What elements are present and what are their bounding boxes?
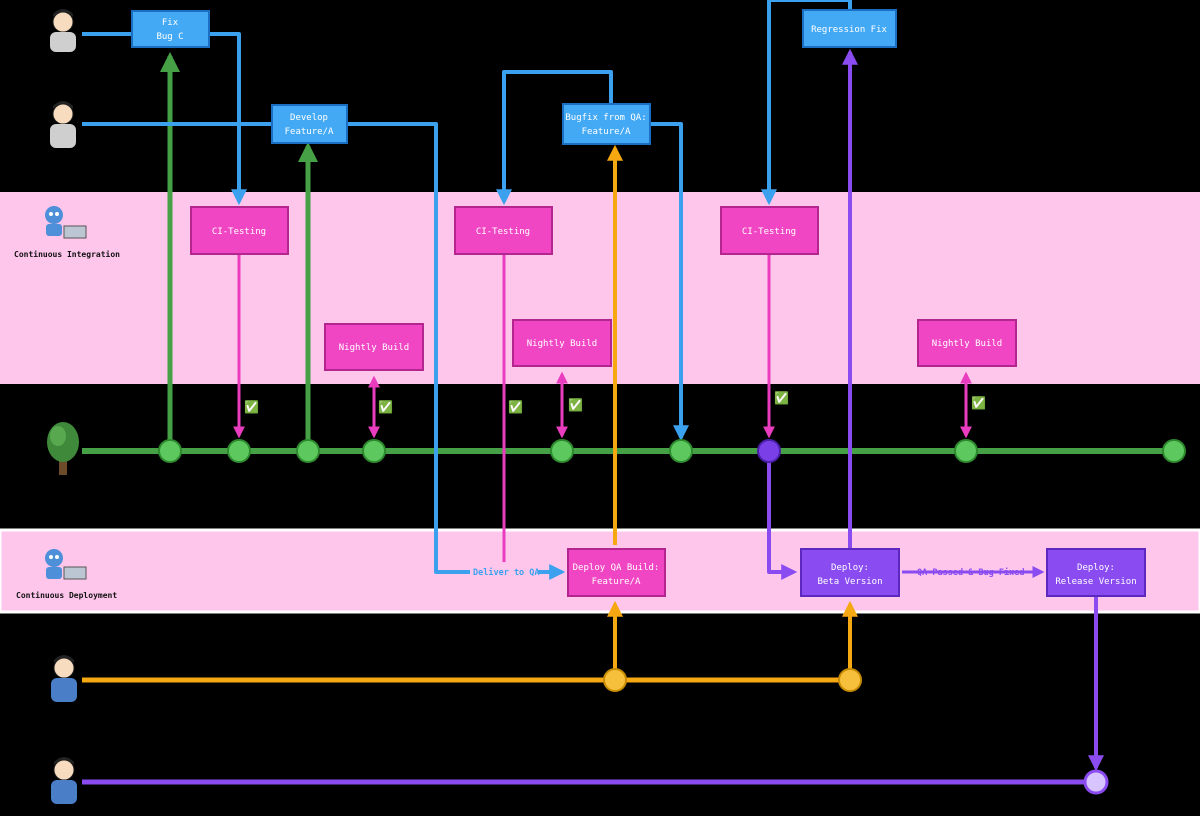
main-node[interactable] <box>550 439 574 463</box>
check-icon: ✅ <box>568 398 583 412</box>
box-line-1: Deploy: <box>1077 563 1115 573</box>
box-line-1: Bugfix from QA: <box>565 113 646 123</box>
box-line-1: CI-Testing <box>476 227 530 237</box>
release-candidate-node[interactable] <box>757 439 781 463</box>
deploy-release-box[interactable]: Deploy: Release Version <box>1046 548 1146 597</box>
tree-icon <box>47 422 79 475</box>
check-icon: ✅ <box>508 400 523 414</box>
box-line-1: CI-Testing <box>212 227 266 237</box>
develop-feature-box[interactable]: Develop Feature/A <box>271 104 348 144</box>
nightly-build-box-1[interactable]: Nightly Build <box>324 323 424 371</box>
regression-fix-box[interactable]: Regression Fix <box>802 9 897 48</box>
deploy-beta-box[interactable]: Deploy: Beta Version <box>800 548 900 597</box>
qa-node[interactable] <box>838 668 862 692</box>
box-line-1: Fix <box>162 18 179 28</box>
bugfix-from-qa-box[interactable]: Bugfix from QA: Feature/A <box>562 103 651 145</box>
user-node[interactable] <box>1083 769 1109 795</box>
main-nodes <box>158 439 1186 463</box>
person-icon <box>50 9 76 52</box>
box-line-1: CI-Testing <box>742 227 796 237</box>
bugfix-to-ci2 <box>496 70 613 206</box>
box-line-2: Beta Version <box>817 577 882 587</box>
bugfix-merge-to-main <box>650 122 689 442</box>
nightly-build-box-3[interactable]: Nightly Build <box>917 319 1017 367</box>
qa-node[interactable] <box>603 668 627 692</box>
box-line-2: Bug C <box>156 32 183 42</box>
box-line-2: Release Version <box>1055 577 1136 587</box>
regression-to-ci3 <box>761 0 852 206</box>
box-line-1: Develop <box>290 113 328 123</box>
qa-passed-label: QA Passed & Bug Fixed <box>917 567 1024 578</box>
person-icon <box>51 655 77 702</box>
deploy-qa-box[interactable]: Deploy QA Build: Feature/A <box>567 548 666 597</box>
main-node[interactable] <box>1162 439 1186 463</box>
develop-to-deliver <box>347 122 470 574</box>
box-line-1: Nightly Build <box>339 343 409 353</box>
main-to-beta <box>767 462 798 580</box>
box-line-2: Feature/A <box>582 127 631 137</box>
box-line-1: Nightly Build <box>932 339 1002 349</box>
box-line-2: Feature/A <box>592 577 641 587</box>
box-line-1: Deploy: <box>831 563 869 573</box>
box-line-2: Feature/A <box>285 127 334 137</box>
main-node[interactable] <box>954 439 978 463</box>
cd-lane-label: Continuous Deployment <box>16 590 117 600</box>
check-marks: ✅ ✅ ✅ ✅ ✅ ✅ <box>244 391 986 414</box>
nightly-build-box-2[interactable]: Nightly Build <box>512 319 612 367</box>
person-icon <box>50 101 76 148</box>
main-node[interactable] <box>362 439 386 463</box>
main-node[interactable] <box>669 439 693 463</box>
main-node[interactable] <box>227 439 251 463</box>
ci-testing-box-2[interactable]: CI-Testing <box>454 206 553 255</box>
check-icon: ✅ <box>971 396 986 410</box>
ci-lane-label: Continuous Integration <box>14 249 120 259</box>
person-icon <box>51 757 77 804</box>
ci-testing-box-3[interactable]: CI-Testing <box>720 206 819 255</box>
fix-to-ci1 <box>209 32 247 206</box>
main-node[interactable] <box>158 439 182 463</box>
main-node[interactable] <box>296 439 320 463</box>
box-line-1: Regression Fix <box>811 25 887 35</box>
ci-testing-box-1[interactable]: CI-Testing <box>190 206 289 255</box>
deliver-to-qa-label: Deliver to QA <box>473 567 540 578</box>
cd-robot-icon <box>45 549 87 580</box>
box-line-1: Nightly Build <box>527 339 597 349</box>
check-icon: ✅ <box>774 391 789 405</box>
check-icon: ✅ <box>378 400 393 414</box>
ci-robot-icon <box>45 206 87 239</box>
box-line-1: Deploy QA Build: <box>573 563 660 573</box>
fix-bug-c-box[interactable]: Fix Bug C <box>131 10 210 48</box>
check-icon: ✅ <box>244 400 259 414</box>
